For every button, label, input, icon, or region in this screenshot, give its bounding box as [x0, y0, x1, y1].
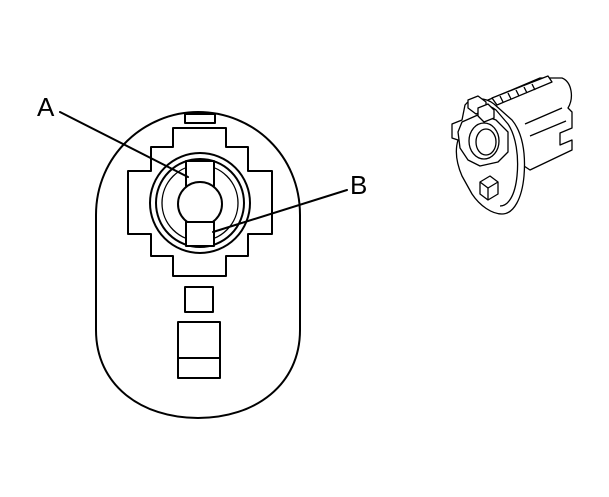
callout-b-leader [212, 189, 348, 233]
bulb-socket-isometric [451, 75, 573, 215]
outer-ring [149, 152, 251, 254]
callout-b: B [212, 170, 367, 233]
socket-opening [468, 122, 500, 160]
body-slot-top [524, 107, 563, 125]
callout-a-leader [59, 111, 189, 178]
cross-flange [127, 127, 273, 277]
connector-housing-outline [95, 111, 301, 419]
flange-tab-edge [479, 181, 489, 189]
ridge-rib-1 [499, 95, 504, 103]
small-latch-window [184, 286, 214, 313]
terminal-b [185, 221, 215, 247]
callout-b-label: B [350, 170, 367, 200]
top-key-notch [184, 113, 216, 124]
body-slot-bottom [529, 120, 567, 137]
flange-tab-edge-2 [487, 181, 499, 189]
top-prong-2 [477, 103, 495, 123]
callout-a: A [37, 92, 189, 178]
ridge-rib-3 [515, 89, 520, 97]
ridge-rib-4 [523, 86, 528, 94]
center-socket [177, 181, 223, 227]
lock-tab [177, 321, 221, 379]
callout-a-label: A [37, 92, 55, 122]
ridge-rib-2 [507, 92, 512, 100]
connector-face-view [95, 111, 301, 419]
socket-opening-inner [475, 128, 497, 156]
ridge-rib-5 [531, 83, 536, 91]
socket-ridge [491, 75, 553, 106]
